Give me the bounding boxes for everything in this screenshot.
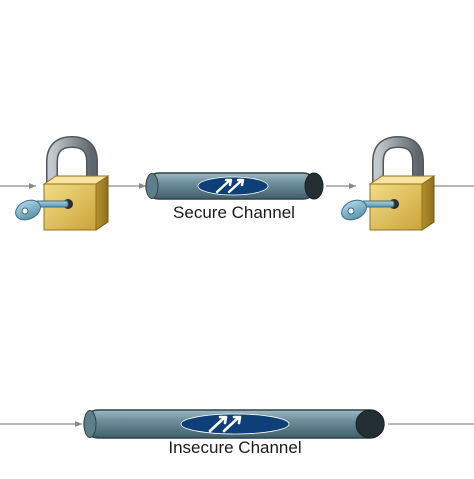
secure-channel-label: Secure Channel <box>173 203 295 222</box>
secure-channel-pipe <box>145 172 324 200</box>
double-arrow-icon <box>180 413 290 435</box>
insecure-channel-label: Insecure Channel <box>168 438 302 457</box>
double-arrow-icon <box>197 176 269 196</box>
insecure-channel-pipe <box>83 409 385 439</box>
